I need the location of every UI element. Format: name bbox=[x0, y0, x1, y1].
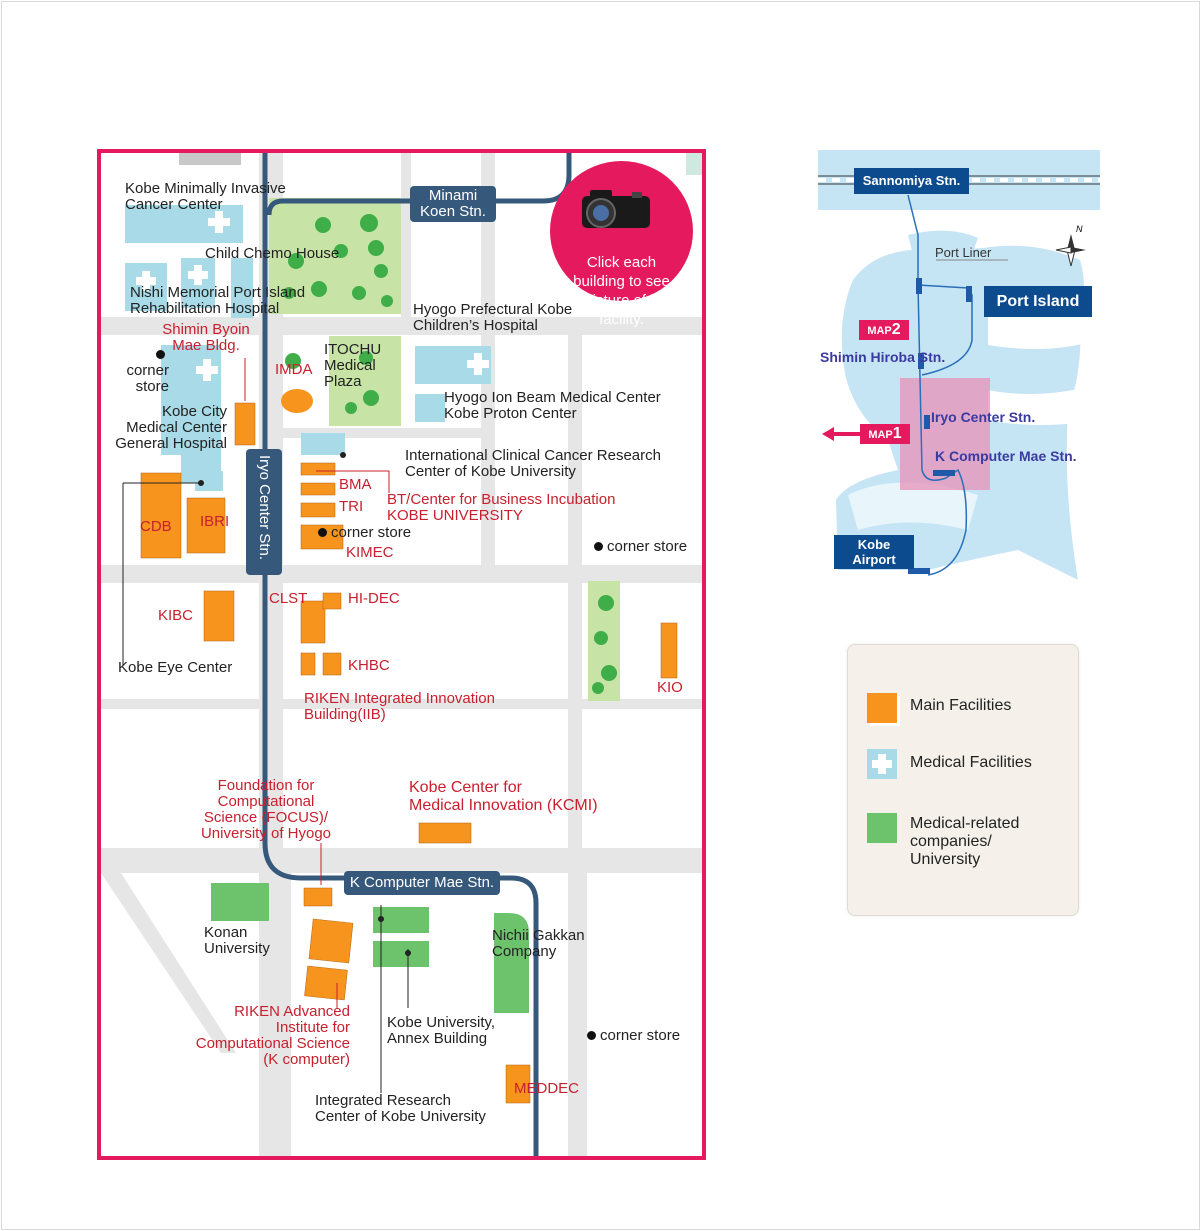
label-kibc[interactable]: KIBC bbox=[158, 607, 194, 624]
label-hyogo-ion-beam[interactable]: Hyogo Ion Beam Medical Center Kobe Proto… bbox=[444, 389, 661, 422]
legend: Main Facilities Medical Facilities Medic… bbox=[847, 644, 1079, 916]
camera-note: Click each building to see a picture of … bbox=[550, 161, 693, 328]
overview-stations bbox=[908, 278, 972, 574]
label-intl-clinical-cancer[interactable]: International Clinical Cancer Research C… bbox=[405, 447, 661, 480]
map1-badge-number: 1 bbox=[892, 425, 902, 442]
label-kobe-minimally-invasive[interactable]: Kobe Minimally Invasive Cancer Center bbox=[125, 180, 286, 213]
label-corner-store: corner store bbox=[117, 347, 169, 395]
camera-icon bbox=[576, 167, 656, 228]
label-kimec[interactable]: KIMEC bbox=[346, 544, 394, 561]
label-kobe-university-annex[interactable]: Kobe University, Annex Building bbox=[387, 1014, 496, 1047]
kobe-airport-label[interactable]: Kobe Airport bbox=[834, 535, 914, 569]
label-meddec[interactable]: MEDDEC bbox=[514, 1080, 580, 1097]
trees bbox=[283, 214, 617, 694]
arrow-left-icon bbox=[822, 427, 864, 441]
legend-medical-swatch bbox=[867, 749, 897, 779]
label-kobe-city-medical[interactable]: Kobe City Medical Center General Hospita… bbox=[115, 403, 227, 452]
label-ibri[interactable]: IBRI bbox=[200, 513, 230, 530]
map1-badge-box: MAP1 bbox=[860, 424, 910, 444]
minami-koen-station[interactable]: Minami Koen Stn. bbox=[410, 186, 496, 222]
label-integrated-research[interactable]: Integrated Research Center of Kobe Unive… bbox=[315, 1092, 486, 1125]
label-nichii-gakkan[interactable]: Nichii Gakkan Company bbox=[492, 927, 585, 960]
label-cdb[interactable]: CDB bbox=[140, 518, 172, 535]
label-corner-store-2: corner store bbox=[318, 525, 411, 541]
label-nishi-memorial[interactable]: Nishi Memorial Port Island Rehabilitatio… bbox=[130, 284, 306, 317]
map2-badge-number: 2 bbox=[891, 321, 901, 338]
map1-badge[interactable]: MAP1 bbox=[820, 424, 910, 444]
label-khbc[interactable]: KHBC bbox=[348, 657, 390, 674]
label-clst[interactable]: CLST bbox=[269, 590, 308, 607]
detail-map bbox=[97, 149, 706, 1160]
legend-medical-label: Medical Facilities bbox=[910, 754, 1032, 771]
iryo-center-station[interactable]: Iryo Center Stn. bbox=[246, 449, 282, 575]
label-corner-store-4: corner store bbox=[587, 1028, 680, 1044]
port-liner-label: Port Liner bbox=[935, 245, 992, 260]
shimin-hiroba-station[interactable]: Shimin Hiroba Stn. bbox=[820, 349, 946, 365]
label-riken-iib[interactable]: RIKEN Integrated Innovation Building(IIB… bbox=[304, 690, 495, 723]
label-imda[interactable]: IMDA bbox=[275, 361, 313, 378]
overview-port-liner bbox=[907, 194, 973, 576]
compass-n: N bbox=[1076, 224, 1083, 234]
camera-note-text: Click each building to see a picture of … bbox=[571, 254, 672, 328]
label-focus[interactable]: Foundation for Computational Science (FO… bbox=[200, 777, 332, 842]
label-itochu[interactable]: ITOCHU Medical Plaza bbox=[324, 341, 382, 390]
medical-cross-icon-bar bbox=[872, 760, 892, 768]
k-computer-mae-overview-station[interactable]: K Computer Mae Stn. bbox=[935, 448, 1077, 464]
label-kio[interactable]: KIO bbox=[657, 679, 683, 696]
label-riken-aics[interactable]: RIKEN Advanced Institute for Computation… bbox=[195, 1003, 350, 1068]
legend-main-swatch bbox=[867, 693, 897, 723]
iryo-center-overview-station[interactable]: Iryo Center Stn. bbox=[931, 409, 1036, 425]
map2-badge-text: MAP bbox=[867, 325, 892, 337]
label-tri[interactable]: TRI bbox=[339, 498, 364, 515]
label-child-chemo-house[interactable]: Child Chemo House bbox=[205, 245, 340, 262]
legend-related-swatch bbox=[867, 813, 897, 843]
label-hi-dec[interactable]: HI-DEC bbox=[348, 590, 400, 607]
sannomiya-station[interactable]: Sannomiya Stn. bbox=[854, 168, 969, 194]
k-computer-mae-station[interactable]: K Computer Mae Stn. bbox=[344, 871, 500, 895]
label-bma[interactable]: BMA bbox=[339, 476, 372, 493]
medical-crosses bbox=[136, 211, 489, 381]
label-corner-store-3: corner store bbox=[594, 539, 687, 555]
label-kcmi[interactable]: Kobe Center for Medical Innovation (KCMI… bbox=[409, 779, 598, 814]
leader-dots bbox=[198, 452, 411, 956]
label-hyogo-childrens-hospital[interactable]: Hyogo Prefectural Kobe Children’s Hospit… bbox=[413, 301, 573, 334]
port-island-label: Port Island bbox=[984, 286, 1092, 317]
label-konan-university[interactable]: Konan University bbox=[204, 924, 270, 957]
iryo-center-station-label: Iryo Center Stn. bbox=[256, 455, 273, 561]
imda-building bbox=[281, 389, 313, 413]
label-shimin-byoin-mae[interactable]: Shimin Byoin Mae Bldg. bbox=[162, 321, 250, 354]
map2-badge[interactable]: MAP2 bbox=[859, 320, 909, 340]
legend-related-label: Medical-related companies/ University bbox=[910, 815, 1020, 868]
legend-main-label: Main Facilities bbox=[910, 697, 1012, 714]
map-graphics bbox=[101, 153, 702, 1156]
related-facilities bbox=[211, 883, 529, 1013]
compass-icon: N bbox=[1054, 224, 1088, 268]
label-kobe-eye-center[interactable]: Kobe Eye Center bbox=[118, 659, 233, 676]
roads bbox=[101, 153, 702, 1156]
park-itochu bbox=[329, 336, 401, 426]
map1-badge-text: MAP bbox=[868, 429, 893, 441]
red-leader-lines bbox=[244, 358, 390, 1008]
label-bt-center[interactable]: BT/Center for Business Incubation KOBE U… bbox=[387, 491, 616, 524]
